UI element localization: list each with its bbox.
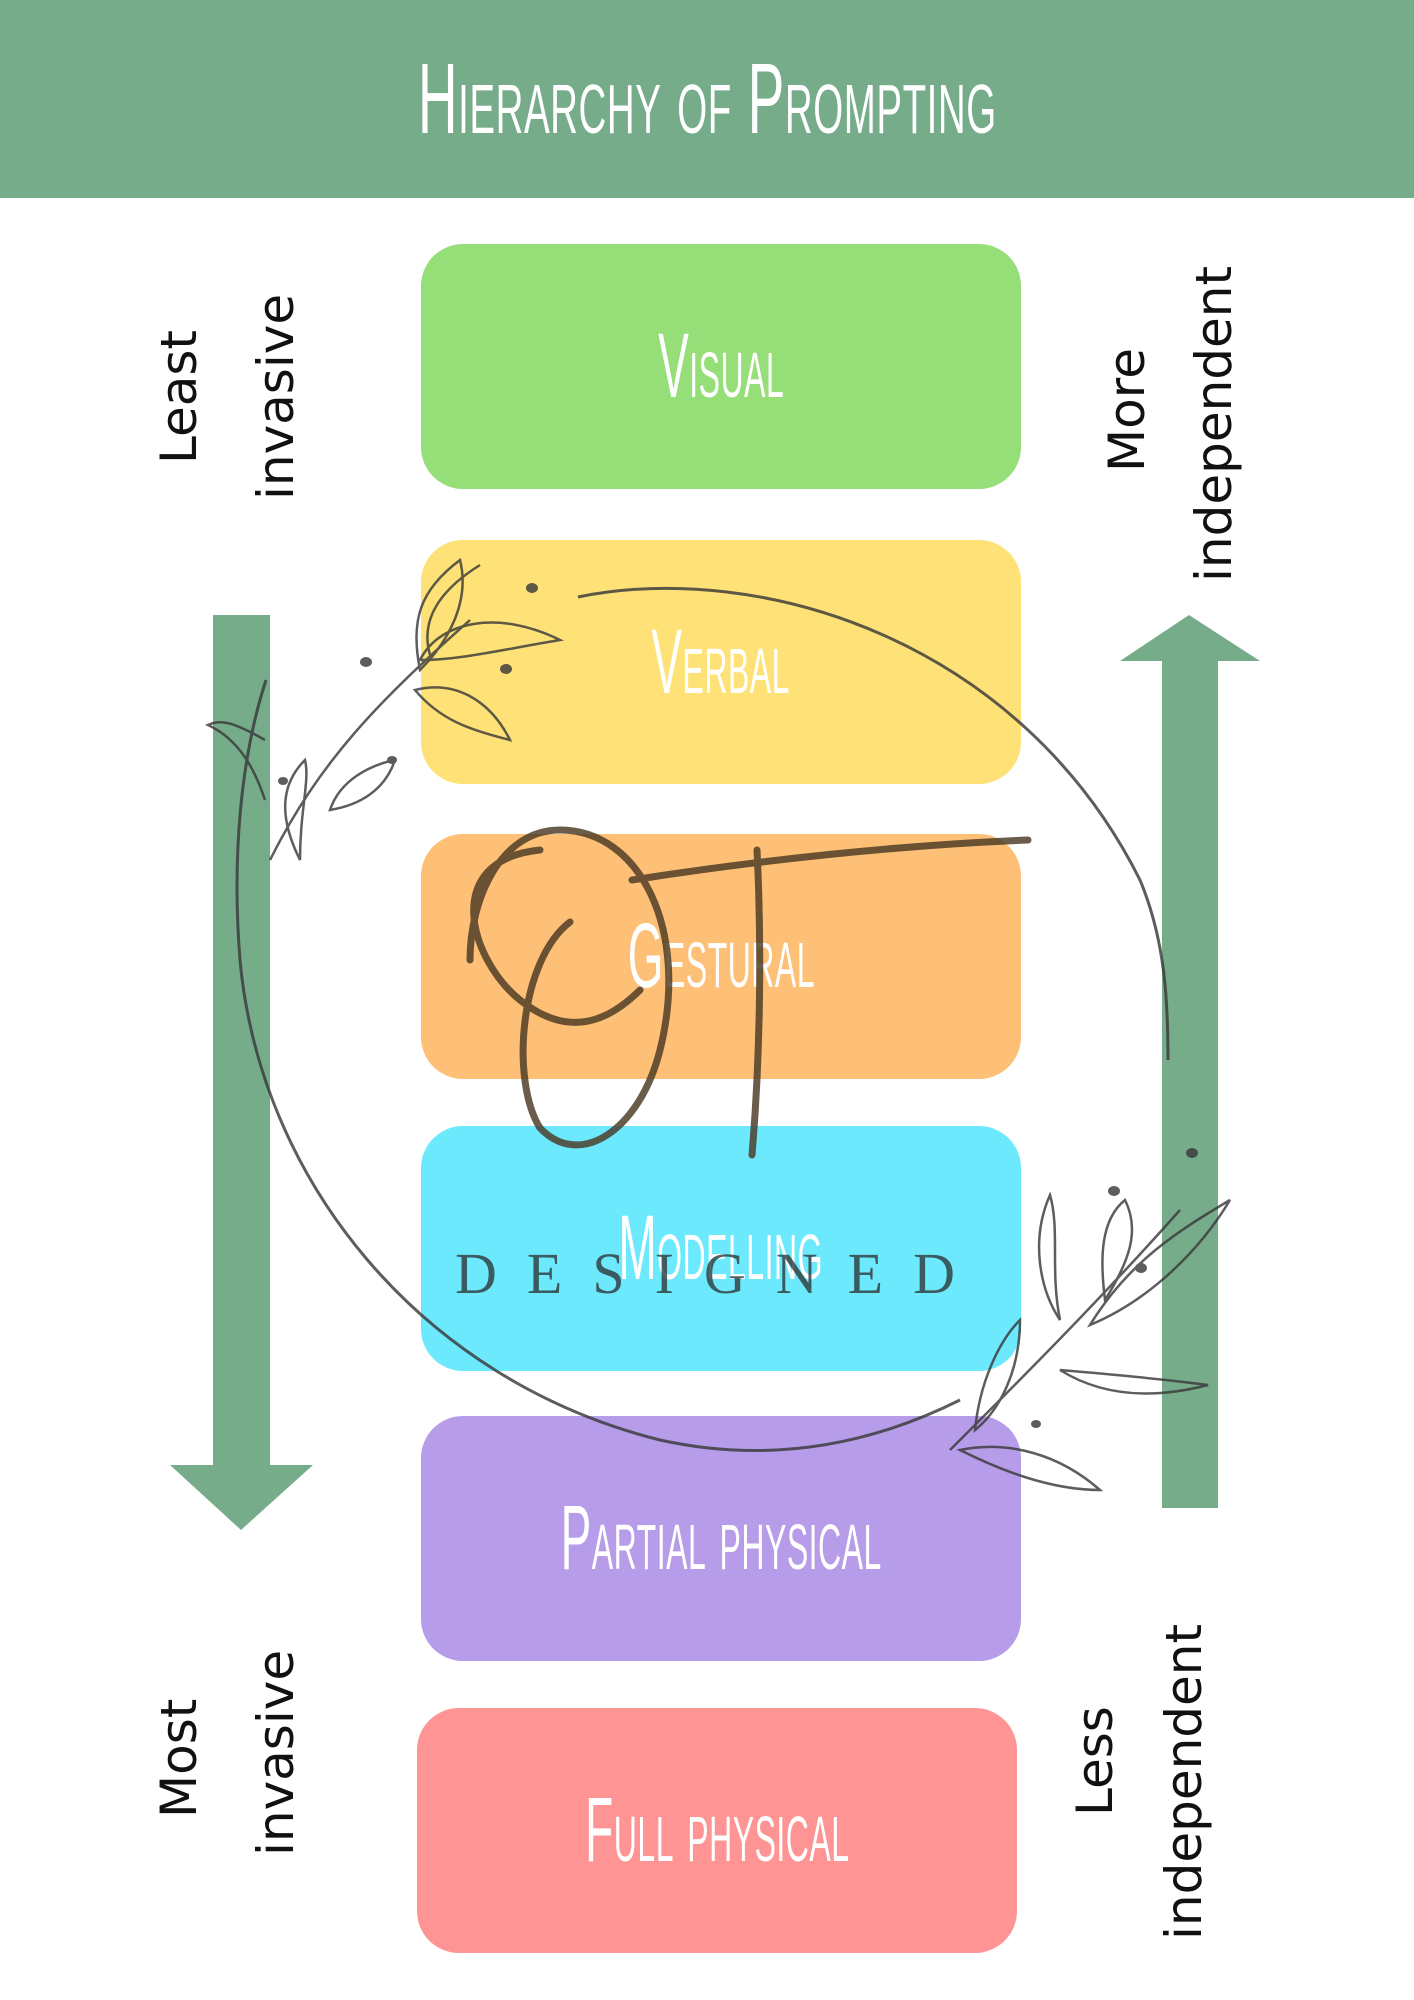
less-independent-line2: independent xyxy=(1155,1623,1213,1940)
prompt-label: Gestural xyxy=(627,905,815,1007)
prompt-label: Visual xyxy=(657,315,785,417)
left-down-arrow-icon xyxy=(170,615,313,1530)
more-independent-line1: More xyxy=(1098,348,1156,472)
prompt-box-verbal: Verbal xyxy=(421,540,1021,784)
less-independent-line1: Less xyxy=(1066,1706,1124,1816)
prompt-box-partial-physical: Partial physical xyxy=(421,1416,1021,1661)
prompt-label: Verbal xyxy=(651,610,791,713)
page-title: Hierarchy of Prompting xyxy=(417,42,997,155)
prompt-box-visual: Visual xyxy=(421,244,1021,489)
least-invasive-line2: invasive xyxy=(247,293,305,500)
prompt-label: Modelling xyxy=(618,1197,824,1299)
prompt-label: Partial physical xyxy=(560,1487,882,1589)
right-up-arrow-icon xyxy=(1120,615,1260,1508)
more-independent-line2: independent xyxy=(1185,265,1243,582)
prompt-box-gestural: Gestural xyxy=(421,834,1021,1079)
least-invasive-line1: Least xyxy=(150,329,208,464)
prompt-box-full-physical: Full physical xyxy=(417,1708,1017,1953)
most-invasive-line1: Most xyxy=(150,1698,208,1818)
prompt-label: Full physical xyxy=(584,1779,850,1881)
most-invasive-line2: invasive xyxy=(247,1649,305,1856)
prompt-box-modelling: Modelling xyxy=(421,1126,1021,1371)
header-banner: Hierarchy of Prompting xyxy=(0,0,1414,198)
